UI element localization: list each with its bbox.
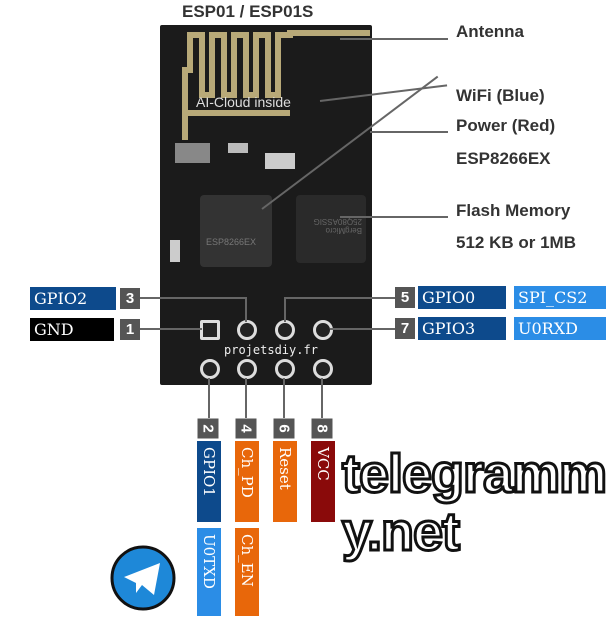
diagram-title: ESP01 / ESP01S	[182, 2, 314, 21]
pin5-leader-v	[284, 297, 286, 322]
pin3-leader	[140, 297, 246, 299]
label-u0rxd: U0RXD	[514, 317, 606, 340]
watermark-text: telegrammy.net	[341, 444, 609, 563]
label-vcc: VCC	[311, 441, 335, 522]
pin-num-2: 2	[197, 418, 219, 439]
label-spi-cs2: SPI_CS2	[514, 286, 606, 309]
telegram-logo-icon	[110, 545, 176, 611]
label-gnd: GND	[30, 318, 114, 341]
pin-num-6: 6	[273, 418, 295, 439]
label-reset: Reset	[273, 441, 297, 522]
pin1-leader	[140, 328, 202, 330]
site-label: projetsdiy.fr	[224, 343, 318, 357]
callout-flash-size: 512 KB or 1MB	[456, 233, 576, 252]
pin-8	[313, 359, 333, 379]
power-leader	[370, 131, 448, 133]
pin6-leader	[283, 378, 285, 418]
label-gpio3: GPIO3	[418, 317, 506, 340]
flash-label: BergMicro 25Q80ASSIG	[313, 217, 362, 235]
label-ch-en: Ch_EN	[235, 528, 259, 616]
label-gpio1: GPIO1	[197, 441, 221, 522]
pin-3	[237, 320, 257, 340]
pin-7	[313, 320, 333, 340]
pin8-leader	[321, 378, 323, 418]
callout-power: Power (Red)	[456, 116, 556, 135]
pin-5	[275, 320, 295, 340]
pin4-leader	[245, 378, 247, 418]
label-ch-pd: Ch_PD	[235, 441, 259, 522]
label-u0txd: U0TXD	[197, 528, 221, 616]
flash-chip: BergMicro 25Q80ASSIG	[296, 195, 366, 263]
pin-num-1: 1	[120, 319, 140, 340]
callout-wifi: WiFi (Blue)	[456, 86, 545, 105]
esp01-board: AI-Cloud inside ESP8266EX BergMicro 25Q8…	[160, 25, 372, 385]
pin-2	[200, 359, 220, 379]
flash-leader	[340, 216, 448, 218]
callout-esp8266: ESP8266EX	[456, 149, 551, 168]
pin-num-4: 4	[235, 418, 257, 439]
antenna-label: AI-Cloud inside	[196, 94, 291, 110]
chip-label: ESP8266EX	[206, 237, 257, 247]
label-gpio2: GPIO2	[30, 287, 116, 310]
pin-num-5: 5	[395, 287, 415, 308]
esp8266-chip: ESP8266EX	[200, 195, 272, 267]
pin-num-3: 3	[120, 288, 140, 309]
antenna-trace-icon	[170, 30, 370, 262]
pin-num-7: 7	[395, 318, 415, 339]
pin2-leader	[208, 378, 210, 418]
label-gpio0: GPIO0	[418, 286, 506, 309]
callout-antenna: Antenna	[456, 22, 524, 41]
pin3-leader-v	[245, 297, 247, 322]
pin-4	[237, 359, 257, 379]
antenna-leader	[340, 38, 448, 40]
pin-1	[200, 320, 220, 340]
pin-num-8: 8	[311, 418, 333, 439]
callout-flash: Flash Memory	[456, 201, 571, 220]
pin7-leader	[330, 328, 396, 330]
pin-6	[275, 359, 295, 379]
pin5-leader	[284, 297, 396, 299]
